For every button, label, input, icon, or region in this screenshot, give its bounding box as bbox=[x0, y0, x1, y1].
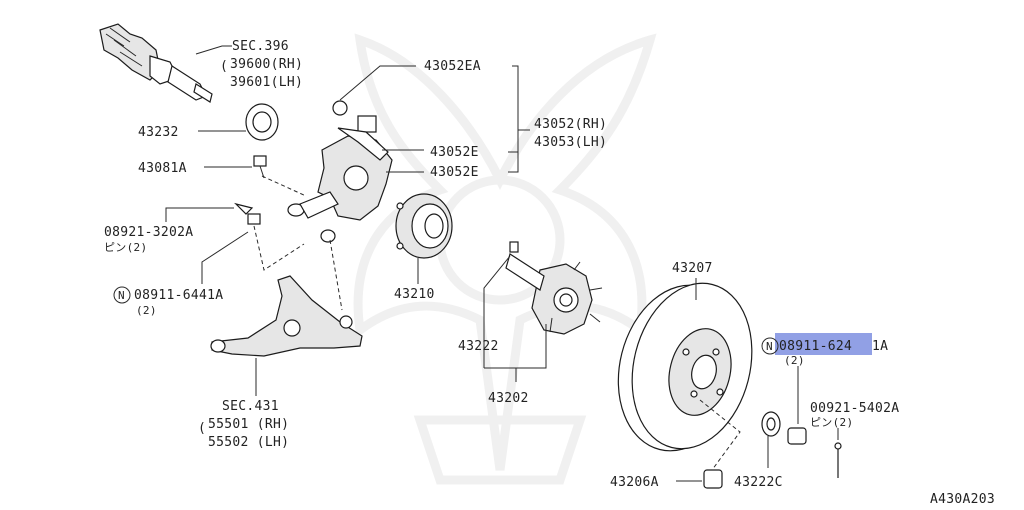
label-43052ea[interactable]: 43052EA bbox=[424, 59, 481, 74]
label-43052e-a[interactable]: 43052E bbox=[430, 145, 479, 160]
hub-bearing[interactable] bbox=[395, 193, 453, 259]
steering-knuckle[interactable] bbox=[287, 100, 393, 243]
callout-labels: SEC.396 ( 39600(RH) 39601(LH) 43232 4308… bbox=[104, 39, 995, 507]
label-43206a[interactable]: 43206A bbox=[610, 475, 659, 490]
brake-disc[interactable] bbox=[601, 270, 768, 464]
label-pin-qty-right: ピン(2) bbox=[810, 416, 853, 429]
label-00921-5402a[interactable]: 00921-5402A bbox=[810, 401, 899, 416]
label-43222[interactable]: 43222 bbox=[458, 339, 499, 354]
label-n-right: N bbox=[766, 340, 773, 353]
label-pin-qty-left: ピン(2) bbox=[104, 241, 147, 254]
label-43052-rh[interactable]: 43052(RH) bbox=[534, 117, 607, 132]
label-n-left: N bbox=[118, 289, 125, 302]
wheel-hub[interactable] bbox=[505, 241, 603, 335]
label-55501[interactable]: 55501 (RH) bbox=[208, 417, 289, 432]
search-highlight bbox=[775, 333, 872, 355]
label-43081a[interactable]: 43081A bbox=[138, 161, 187, 176]
label-43202[interactable]: 43202 bbox=[488, 391, 529, 406]
bracket-open-1: ( bbox=[220, 59, 228, 74]
label-08911-6441a[interactable]: 08911-6441A bbox=[134, 288, 223, 303]
label-08911-6241a-suffix[interactable]: 1A bbox=[872, 339, 888, 354]
n-circle-icon bbox=[113, 286, 131, 304]
label-sec431[interactable]: SEC.431 bbox=[222, 399, 279, 414]
bracket-open-2: ( bbox=[198, 421, 206, 436]
lower-arm[interactable] bbox=[210, 275, 363, 357]
label-43053-lh[interactable]: 43053(LH) bbox=[534, 135, 607, 150]
cotter-pin-right[interactable] bbox=[834, 442, 842, 478]
diagram-id: A430A203 bbox=[930, 492, 995, 507]
disc-bolt[interactable] bbox=[703, 469, 723, 489]
label-sec396[interactable]: SEC.396 bbox=[232, 39, 289, 54]
washer[interactable] bbox=[761, 411, 781, 437]
oil-seal[interactable] bbox=[245, 103, 279, 141]
label-43210[interactable]: 43210 bbox=[394, 287, 435, 302]
label-43052e-b[interactable]: 43052E bbox=[430, 165, 479, 180]
label-39601[interactable]: 39601(LH) bbox=[230, 75, 303, 90]
lock-nut[interactable] bbox=[787, 427, 807, 445]
label-43222c[interactable]: 43222C bbox=[734, 475, 783, 490]
label-43207[interactable]: 43207 bbox=[672, 261, 713, 276]
label-qty-left: (2) bbox=[136, 304, 157, 317]
castle-nut[interactable] bbox=[247, 213, 261, 225]
drive-shaft[interactable] bbox=[99, 23, 213, 103]
label-08921-3202a[interactable]: 08921-3202A bbox=[104, 225, 193, 240]
bolt[interactable] bbox=[253, 155, 267, 179]
n-circle-icon-right bbox=[761, 337, 779, 355]
cotter-pin[interactable] bbox=[234, 202, 254, 215]
label-43232[interactable]: 43232 bbox=[138, 125, 179, 140]
label-qty-right: (2) bbox=[784, 354, 805, 367]
label-08911-6241a-highlight[interactable]: 08911-624 bbox=[779, 339, 852, 354]
watermark-emblem bbox=[353, 33, 657, 485]
label-55502[interactable]: 55502 (LH) bbox=[208, 435, 289, 450]
label-39600[interactable]: 39600(RH) bbox=[230, 57, 303, 72]
